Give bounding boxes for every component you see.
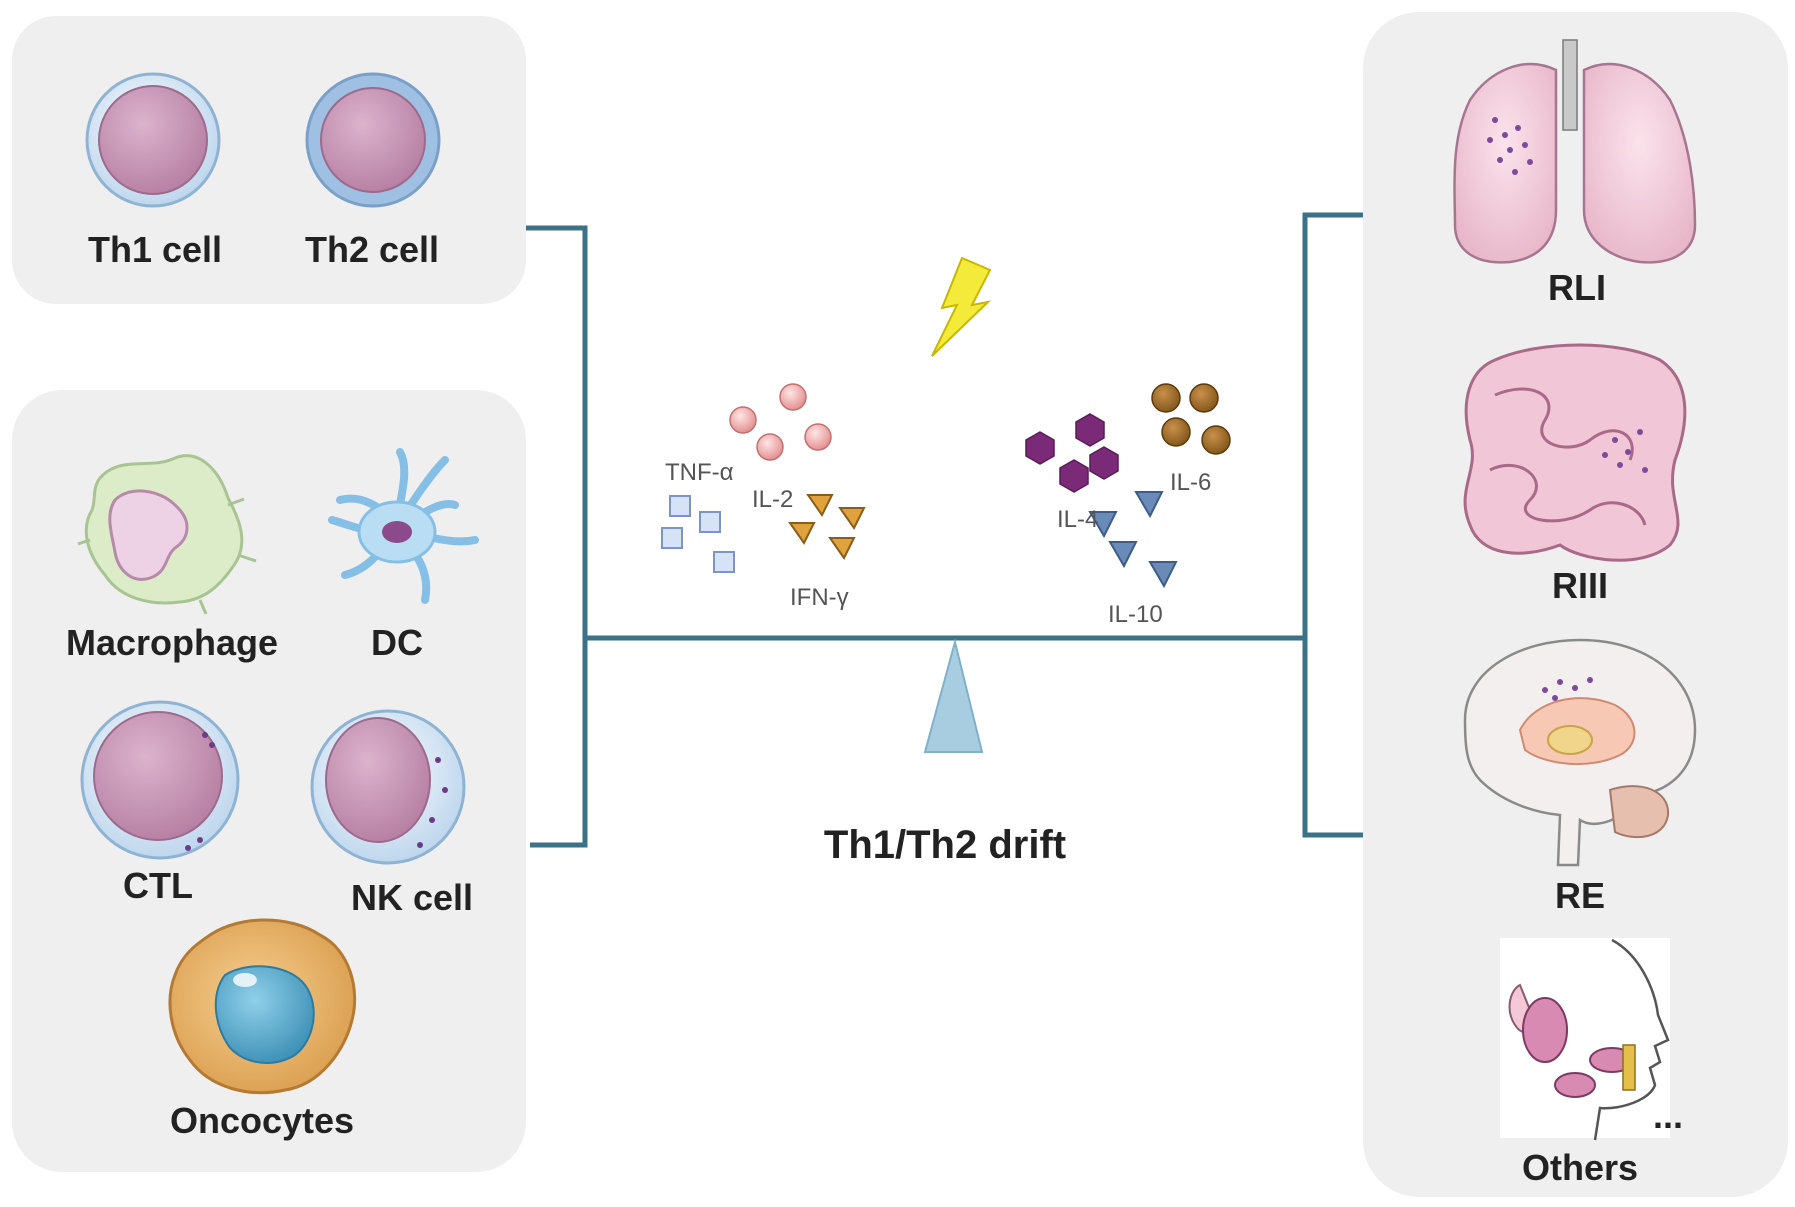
ctl-cell-icon: [80, 700, 240, 860]
tnf-alpha-label: TNF-α: [665, 459, 734, 486]
macrophage-label: Macrophage: [66, 622, 278, 663]
organs-panel: [1363, 12, 1788, 1197]
left-bracket: [526, 225, 588, 848]
brain-icon: [1463, 638, 1697, 867]
il4-label: IL-4: [1057, 506, 1098, 533]
oncocyte-icon: [168, 918, 357, 1095]
il6-label: IL-6: [1170, 469, 1211, 496]
lightning-icon: [931, 256, 992, 357]
il2-markers: [729, 383, 832, 461]
th2-cell-icon: [305, 72, 441, 208]
tnf-alpha-markers: [661, 495, 735, 573]
riii-label: RIII: [1552, 565, 1608, 606]
lungs-icon: [1453, 39, 1697, 264]
macrophage-icon: [77, 454, 257, 615]
ifn-gamma-markers: [788, 494, 866, 560]
ifn-gamma-label: IFN-γ: [790, 584, 849, 611]
right-bracket: [1302, 212, 1363, 838]
dc-label: DC: [371, 622, 423, 663]
re-label: RE: [1555, 875, 1605, 916]
balance-title: Th1/Th2 drift: [824, 823, 1066, 867]
il4-markers: [1025, 413, 1119, 493]
nk-cell-icon: [310, 709, 466, 865]
th1-cell-label: Th1 cell: [88, 229, 222, 270]
intestine-icon: [1463, 343, 1687, 562]
head-icon: [1500, 938, 1670, 1141]
fulcrum: [923, 638, 984, 753]
il10-markers: [1088, 491, 1178, 589]
il2-label: IL-2: [752, 486, 793, 513]
nk-cell-label: NK cell: [351, 877, 473, 918]
rli-label: RLI: [1548, 267, 1606, 308]
il10-label: IL-10: [1108, 601, 1163, 628]
others-ellipsis: ...: [1653, 1095, 1683, 1136]
th2-cell-label: Th2 cell: [305, 229, 439, 270]
dendritic-cell-icon: [328, 448, 479, 604]
th1-cell-icon: [85, 72, 221, 208]
il6-markers: [1151, 383, 1231, 455]
others-label: Others: [1522, 1147, 1638, 1188]
ctl-label: CTL: [123, 865, 193, 906]
oncocytes-label: Oncocytes: [170, 1100, 354, 1141]
